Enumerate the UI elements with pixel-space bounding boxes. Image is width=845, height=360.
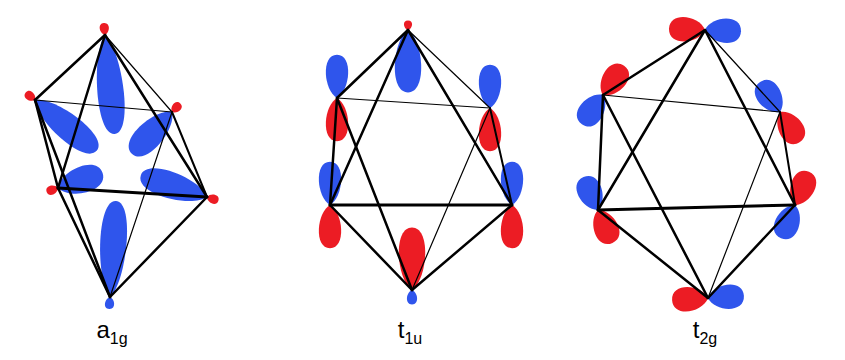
octahedron-edge [58, 188, 207, 197]
octahedron-edge [408, 30, 490, 108]
octahedron-edge [708, 205, 795, 298]
octahedron-edge [490, 108, 512, 205]
symmetry-label: t2g [693, 318, 717, 347]
octahedron-edge [603, 95, 708, 298]
orbital-lobe [207, 195, 219, 204]
octahedron-edge [330, 204, 512, 207]
orbital-lobe [129, 112, 173, 157]
orbital-lobe [593, 210, 619, 244]
orbital-lobe [404, 20, 412, 30]
octahedron-edge [705, 30, 780, 112]
orbital-lobe [25, 91, 36, 101]
orbital-lobe [479, 65, 501, 108]
octahedron-edge [337, 98, 490, 108]
octahedron-edge [598, 210, 708, 298]
octahedron-edge [35, 100, 110, 297]
octahedron-edge [330, 205, 412, 290]
orbital-lobe [100, 23, 109, 35]
octahedron-edge [105, 35, 172, 112]
symmetry-label: t1u [398, 318, 422, 347]
orbital-lobe [601, 63, 629, 95]
octahedron-edge [412, 205, 512, 290]
octahedron-edge [105, 35, 207, 197]
octahedron-edge [35, 100, 58, 188]
octahedron-edge [172, 112, 207, 197]
octahedron-edge [110, 112, 172, 297]
orbital-lobe [105, 297, 114, 309]
octahedron-edge [330, 98, 337, 205]
octahedron-edge [603, 30, 705, 95]
octahedron-edge [58, 188, 110, 297]
octahedron-edge [603, 95, 780, 112]
octahedron-edge [337, 98, 412, 290]
octahedron-edge [598, 30, 705, 210]
octahedron-edge [598, 95, 603, 210]
orbital-lobe [407, 290, 417, 304]
octahedron-edge [35, 100, 172, 112]
octahedron-edge [337, 30, 408, 98]
orbital-lobe [672, 287, 708, 311]
octahedron-edge [598, 205, 795, 210]
octahedron-edge [110, 197, 207, 297]
orbital-lobe [755, 80, 783, 112]
orbital-lobe [171, 102, 181, 113]
octahedron-edge [58, 35, 105, 188]
octahedron-edge [780, 112, 795, 205]
octahedron-edge [412, 108, 490, 290]
orbital-lobe [46, 186, 58, 195]
octahedron-edge [705, 30, 795, 205]
orbital-lobe [708, 285, 744, 309]
symmetry-label: a1g [96, 318, 127, 347]
